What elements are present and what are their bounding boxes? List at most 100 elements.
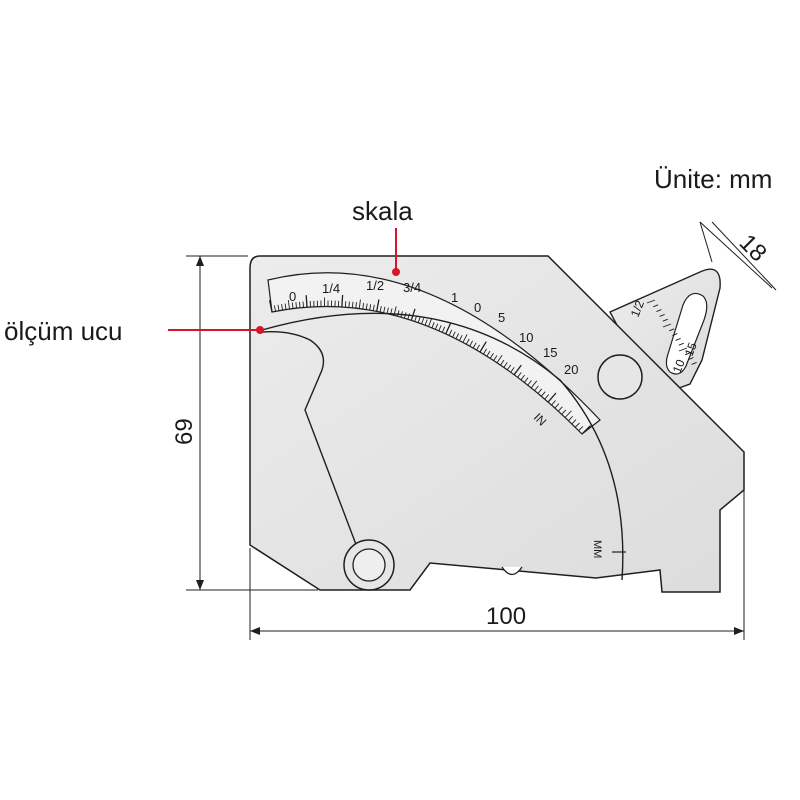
mm-label: MM <box>591 540 603 558</box>
scale-tick <box>459 334 463 341</box>
tip-cutout-line <box>261 330 361 556</box>
scale-tick <box>557 406 563 412</box>
scale-tick <box>358 299 361 309</box>
scale-tick <box>472 342 477 349</box>
scale-tick <box>393 306 397 316</box>
scale-tick <box>496 355 503 364</box>
scale-tick <box>551 400 556 406</box>
scale-tick <box>445 322 452 335</box>
arm-tick <box>678 342 684 346</box>
scale-tick <box>365 303 368 310</box>
scale-label: skala <box>352 196 413 226</box>
arm-mark-15: 15 <box>682 340 700 358</box>
pointer-arc <box>261 312 624 581</box>
scale-tick <box>500 359 505 366</box>
scale-tick <box>410 308 416 321</box>
pivot-screw <box>597 354 643 400</box>
scale-tick <box>428 317 433 327</box>
scale-tick <box>524 377 529 383</box>
scale-tick <box>348 301 350 308</box>
height-dimension <box>186 255 318 591</box>
unit-note: Ünite: mm <box>654 164 772 194</box>
scale-tick <box>305 295 308 308</box>
scale-tick <box>299 301 301 308</box>
arm-tick <box>653 304 659 308</box>
scale-tick <box>547 392 557 403</box>
scale-tick <box>281 304 283 311</box>
scale-tick <box>537 388 543 394</box>
scale-tick <box>417 316 421 323</box>
scale-tick <box>441 326 446 333</box>
scale-tick <box>407 313 411 320</box>
scale-tick <box>493 355 498 361</box>
arm-tick <box>669 328 675 332</box>
scale-tick <box>581 425 591 435</box>
arm-width-value: 18 <box>734 229 772 267</box>
scale-tick <box>564 410 572 418</box>
scale-tick <box>452 331 456 338</box>
scale-tick <box>578 426 584 431</box>
scale-tick <box>376 299 380 312</box>
scale-tick <box>541 391 546 397</box>
inch-mark-1: 1 <box>451 290 458 305</box>
mm-mark-10: 10 <box>519 330 533 345</box>
arm-tick <box>662 323 672 328</box>
inch-mark-quarter: 1/4 <box>322 281 340 296</box>
arm-tick <box>675 337 681 341</box>
arm-width-dimension <box>699 221 777 291</box>
scale-tick <box>351 301 354 308</box>
height-value: 69 <box>171 418 198 445</box>
scale-tick <box>479 341 487 353</box>
arm-mark-10: 10 <box>670 357 688 375</box>
scale-tick <box>455 333 460 340</box>
scale-tick <box>513 364 522 376</box>
scale-tick <box>386 307 389 314</box>
width-value: 100 <box>486 603 526 630</box>
mm-mark-15: 15 <box>543 345 557 360</box>
scale-ticks <box>268 294 591 435</box>
inch-mark-half: 1/2 <box>366 278 384 293</box>
scale-tick <box>483 348 487 355</box>
scale-tick <box>469 340 473 347</box>
measuring-tip-label: ölçüm ucu <box>4 316 123 346</box>
scale-tick <box>561 409 567 415</box>
scale-tick <box>568 415 573 422</box>
scale-tick <box>362 303 365 310</box>
scale-tick <box>534 385 539 391</box>
scale-tick <box>414 315 418 322</box>
arm-tick <box>662 318 668 322</box>
scale-tick <box>571 419 577 425</box>
scale-tick <box>396 310 400 317</box>
scale-tick <box>369 304 372 311</box>
scale-tick <box>431 322 435 329</box>
scale-tick <box>355 302 357 309</box>
scale-tick <box>510 367 515 373</box>
bottom-notch <box>501 566 523 576</box>
arm-tick <box>688 357 694 361</box>
mm-mark-0: 0 <box>474 300 481 315</box>
arm-tick <box>659 313 665 317</box>
scale-tick <box>268 300 273 313</box>
scale-tick <box>448 329 453 336</box>
scale-tick <box>372 304 375 311</box>
scale-tick <box>517 372 522 378</box>
arm-tick <box>672 333 678 337</box>
inch-mark-three-quarter: 3/4 <box>403 280 421 295</box>
scale-callout <box>392 228 400 276</box>
scale-tick <box>383 306 386 313</box>
scale-tick <box>554 403 560 409</box>
scale-tick <box>486 350 491 357</box>
scale-tick <box>462 334 468 343</box>
arm-tick <box>685 352 691 356</box>
mm-mark-20: 20 <box>564 362 578 377</box>
scale-tick <box>291 302 294 309</box>
scale-tick <box>302 301 304 308</box>
scale-tick <box>503 362 508 368</box>
arm-mark-half: 1/2 <box>628 298 647 319</box>
scale-tick <box>530 380 538 389</box>
scale-tick <box>390 308 393 315</box>
locking-knob <box>343 539 395 591</box>
scale-tick <box>424 319 428 326</box>
